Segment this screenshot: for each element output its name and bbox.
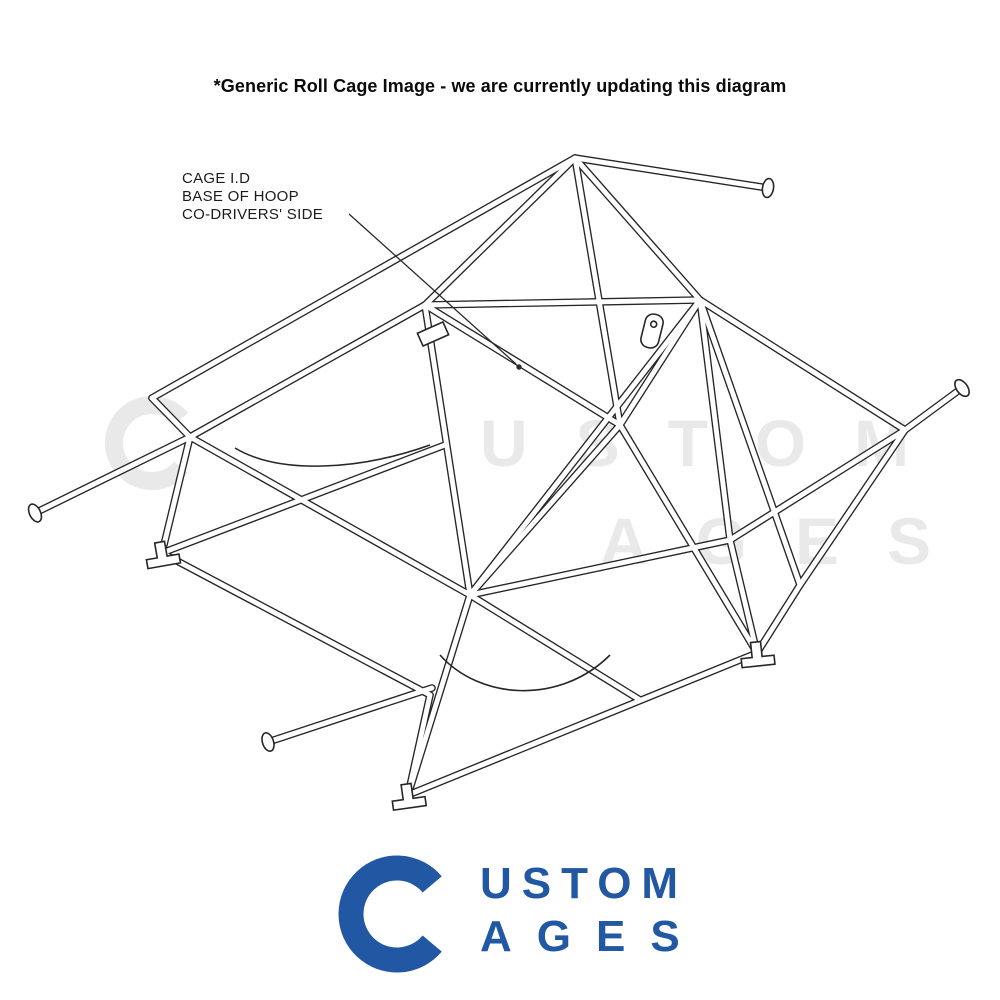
cage-tubes-core — [32, 155, 965, 798]
cage-id-callout: CAGE I.D BASE OF HOOP CO-DRIVERS' SIDE — [182, 170, 323, 224]
custom-cages-logo: USTOM AGES — [325, 852, 745, 987]
cage-tube — [159, 434, 193, 556]
cage-tube — [727, 537, 760, 656]
cage-tube — [572, 155, 703, 303]
cage-tubes-outline — [31, 154, 966, 799]
cage-tube — [265, 685, 435, 745]
open-tube-end — [954, 378, 970, 398]
cage-tube — [727, 427, 908, 543]
cage-tube — [32, 434, 193, 516]
cage-tube — [697, 297, 733, 543]
cage-tube — [467, 297, 703, 598]
cage-tube — [902, 385, 965, 433]
update-note: *Generic Roll Cage Image - we are curren… — [213, 76, 787, 96]
callout-line: CO-DRIVERS' SIDE — [182, 206, 324, 223]
cage-tube — [467, 537, 733, 598]
cage-tube — [149, 155, 578, 401]
cage-tube — [422, 302, 623, 428]
cage-tube — [149, 395, 193, 440]
cage-tube — [797, 427, 908, 588]
cage-tube — [405, 692, 433, 798]
callout-leader-line — [348, 213, 522, 370]
callout-line: BASE OF HOOP — [182, 188, 299, 205]
cage-tube — [697, 297, 803, 588]
cage-tube — [187, 434, 473, 598]
cage-tube — [422, 155, 578, 308]
floor-pan-line — [234, 444, 431, 467]
cage-tube — [617, 422, 760, 656]
cage-details — [27, 177, 970, 812]
mounting-foot — [740, 640, 776, 669]
callout-line: CAGE I.D — [182, 170, 251, 187]
gusset-plate — [640, 313, 664, 349]
cage-tube — [405, 592, 473, 798]
cage-tube — [754, 582, 803, 656]
cage-tube — [422, 302, 473, 598]
logo-c-mark — [338, 855, 442, 973]
cage-tube — [187, 302, 428, 440]
cage-tube — [159, 550, 433, 698]
logo-word-bottom: AGES — [480, 912, 705, 961]
mounting-foot — [145, 540, 182, 570]
mounting-foot — [391, 782, 428, 812]
open-tube-end — [261, 732, 275, 752]
cage-id-plate — [416, 320, 450, 348]
cage-tube — [697, 297, 908, 433]
cage-tube — [405, 650, 760, 798]
cage-tube — [159, 442, 448, 556]
logo-word-top: USTOM — [480, 859, 689, 908]
cage-tube — [467, 592, 643, 703]
floor-pan-line — [439, 654, 611, 692]
cage-tube — [572, 155, 623, 428]
open-tube-end — [761, 177, 775, 199]
cage-tube — [572, 155, 771, 191]
cage-tube — [422, 297, 703, 308]
open-tube-end — [27, 503, 43, 523]
watermark-word-top: USTOM — [480, 410, 957, 476]
